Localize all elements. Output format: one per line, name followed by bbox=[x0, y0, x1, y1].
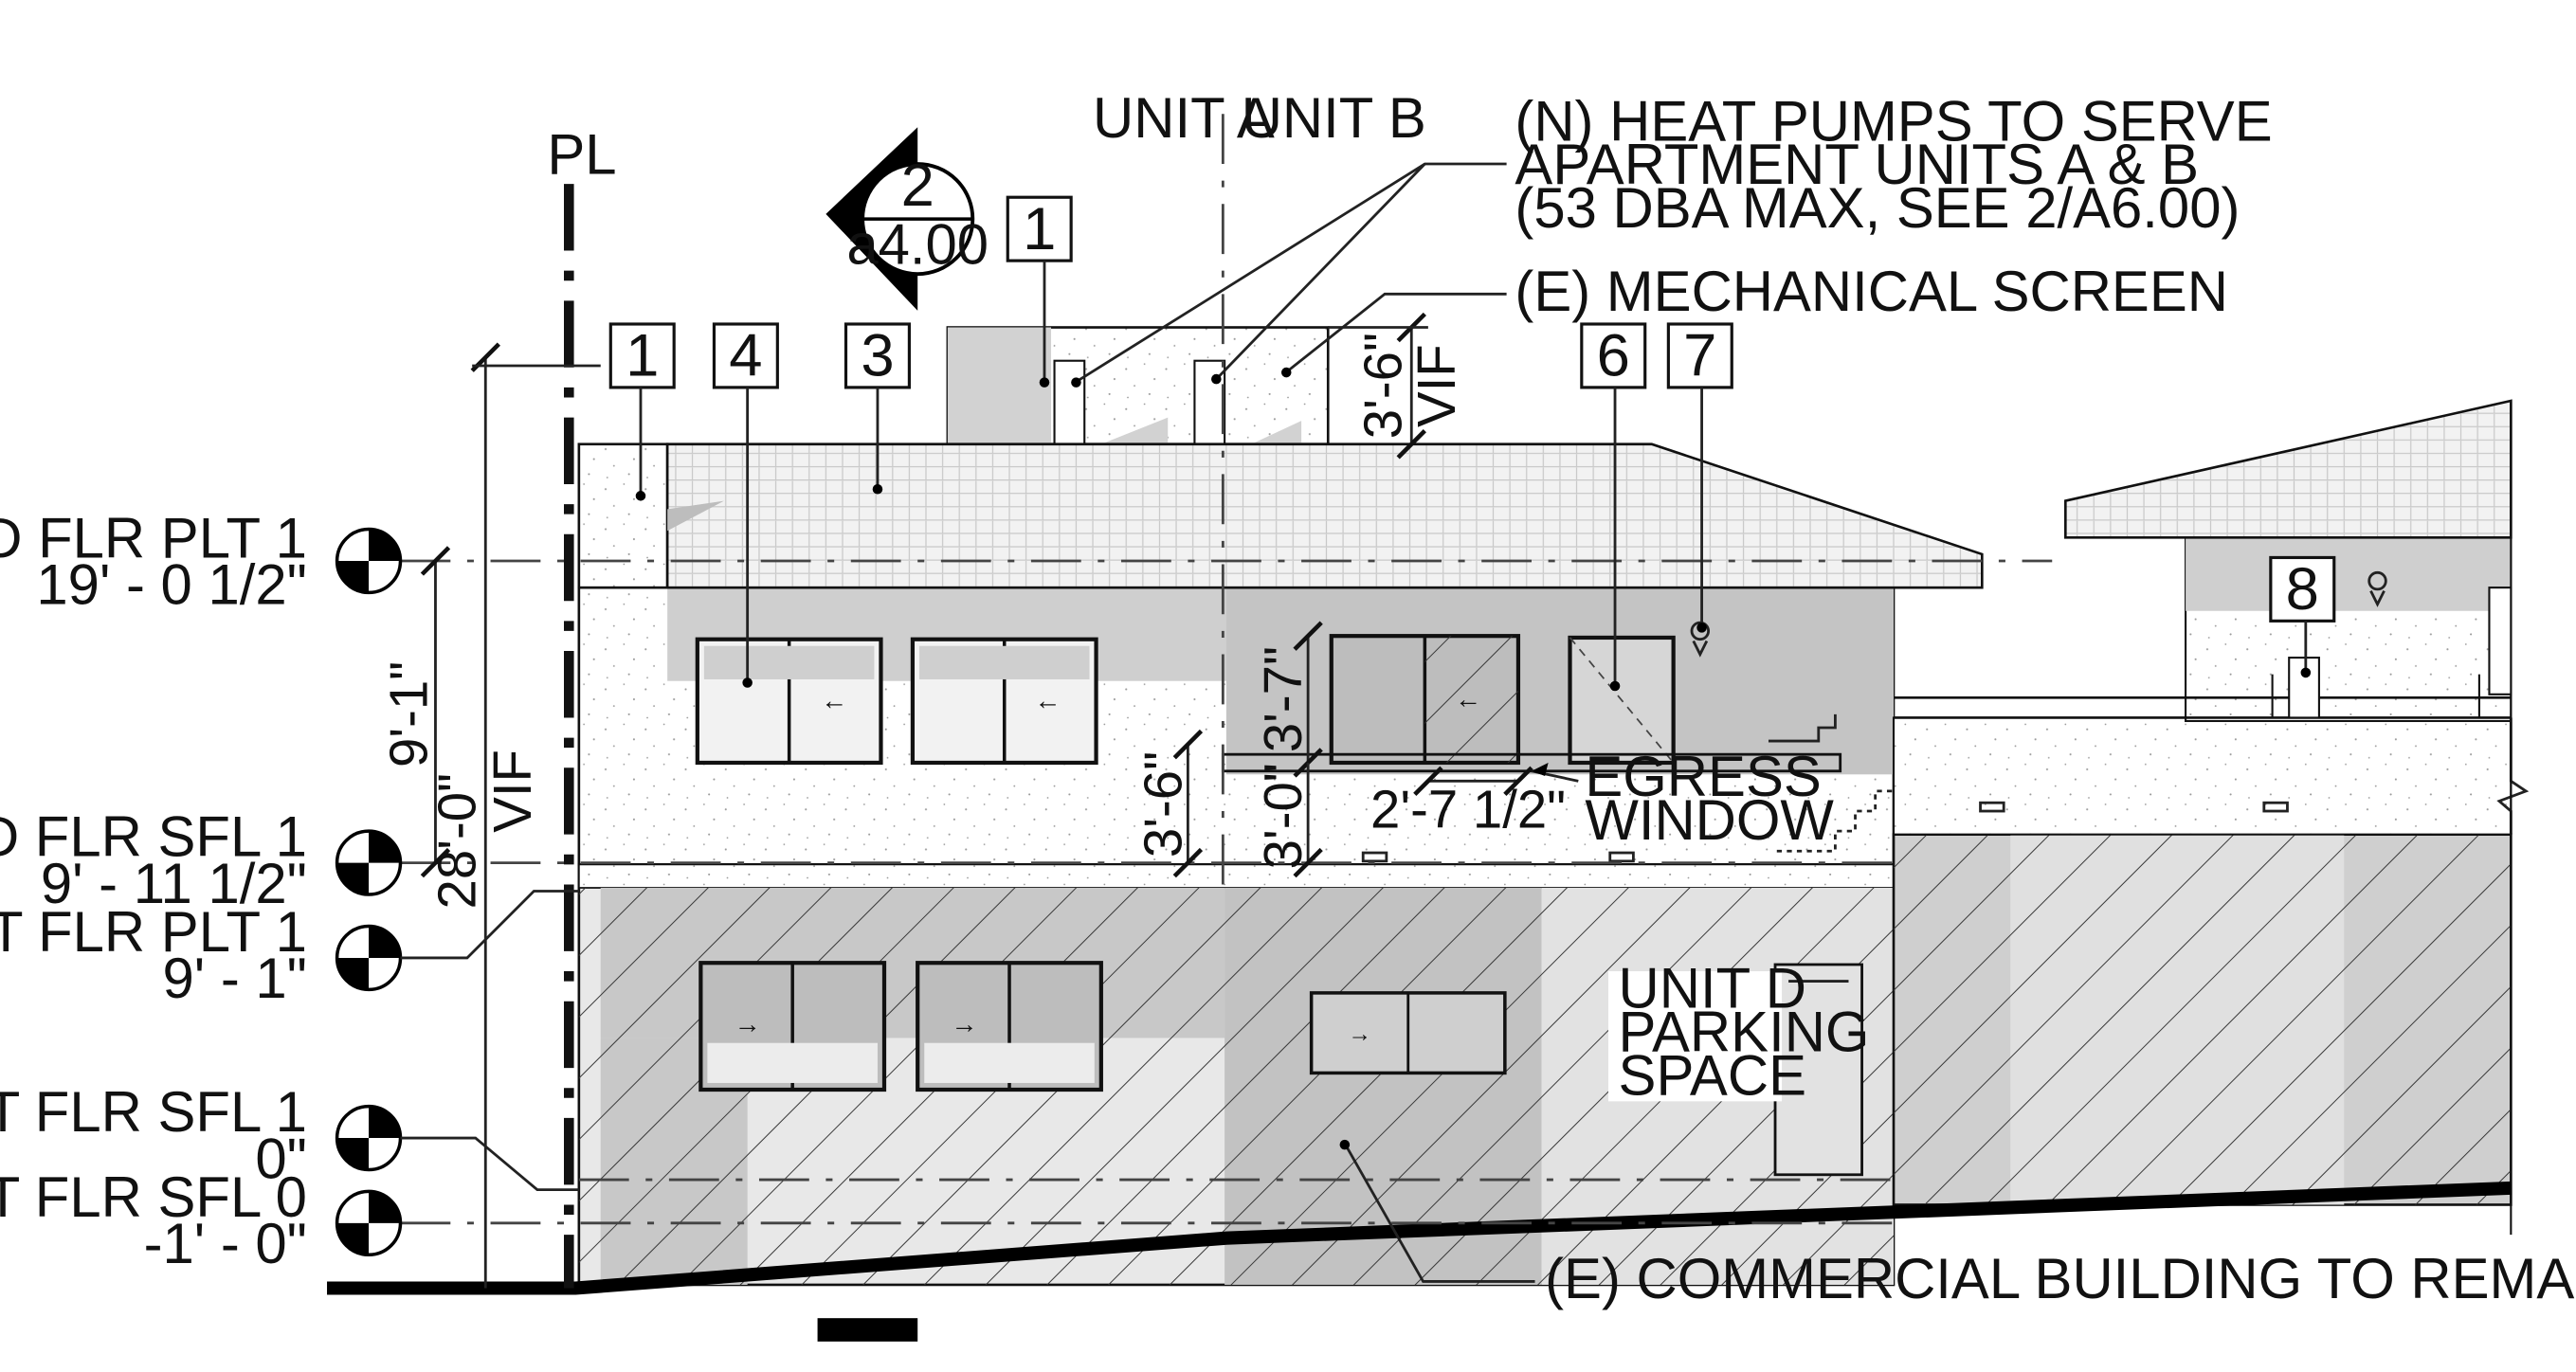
svg-text:-1' - 0": -1' - 0" bbox=[144, 1212, 307, 1275]
keynote-6: 6 bbox=[1580, 322, 1647, 692]
svg-text:EGRESS: EGRESS bbox=[1585, 745, 1821, 808]
svg-text:APARTMENT UNITS A & B: APARTMENT UNITS A & B bbox=[1515, 133, 2199, 196]
keynote-1-top: 1 bbox=[1006, 195, 1073, 388]
svg-text:WINDOW: WINDOW bbox=[1585, 788, 1834, 852]
keynote-3: 3 bbox=[844, 322, 911, 495]
svg-text:1ST FLR SFL 0: 1ST FLR SFL 0 bbox=[0, 1165, 307, 1229]
unit-a-label: UNIT A bbox=[1093, 86, 1275, 150]
svg-text:SPACE: SPACE bbox=[1619, 1043, 1806, 1107]
keynote-8: 8 bbox=[2269, 555, 2336, 678]
svg-text:7: 7 bbox=[1683, 323, 1716, 389]
svg-text:←: ← bbox=[1034, 686, 1061, 715]
callout-commercial-building: (E) COMMERCIAL BUILDING TO REMAIN AS IS bbox=[1339, 1139, 2576, 1310]
dim-window-height: 3'-7" bbox=[1253, 646, 1313, 752]
svg-text:←: ← bbox=[821, 686, 847, 715]
dim-screen-height: 3'-6" bbox=[1353, 333, 1413, 439]
svg-text:2ND FLR PLT 1: 2ND FLR PLT 1 bbox=[0, 506, 307, 569]
level-markers: 2ND FLR PLT 1 19' - 0 1/2" 2ND FLR SFL 1… bbox=[0, 506, 579, 1275]
window-lower-3: → bbox=[1309, 991, 1507, 1075]
level-marker-1st-sfl-0: 1ST FLR SFL 0 -1' - 0" bbox=[0, 1165, 403, 1275]
level-lines bbox=[400, 559, 2053, 1225]
window-lower-1: → bbox=[698, 961, 887, 1092]
window-upper-1: ← bbox=[695, 637, 883, 766]
svg-text:→: → bbox=[1348, 1021, 1371, 1047]
svg-text:→: → bbox=[951, 1009, 977, 1038]
level-marker-2nd-plt: 2ND FLR PLT 1 19' - 0 1/2" bbox=[0, 506, 403, 617]
callout-heat-pumps: (N) HEAT PUMPS TO SERVE APARTMENT UNITS … bbox=[1071, 89, 2273, 388]
ground-line bbox=[327, 1181, 2512, 1295]
dim-sill-to-floor: 3'-0" bbox=[1253, 763, 1313, 869]
svg-text:1ST FLR SFL 1: 1ST FLR SFL 1 bbox=[0, 1080, 307, 1144]
svg-text:1: 1 bbox=[626, 323, 659, 389]
callout-egress-window: EGRESS WINDOW bbox=[1531, 745, 1834, 852]
svg-text:9' - 11 1/2": 9' - 11 1/2" bbox=[41, 852, 307, 915]
right-roof bbox=[2064, 399, 2513, 539]
scale-bar bbox=[817, 1318, 918, 1342]
keynote-1-left: 1 bbox=[608, 322, 676, 501]
dim-overall: 28'-0" bbox=[427, 773, 487, 910]
unit-b-label: UNIT B bbox=[1242, 86, 1426, 150]
deck-railing bbox=[1894, 657, 2512, 719]
section-marker: 2 a4.00 bbox=[825, 127, 989, 311]
keynote-4: 4 bbox=[712, 322, 779, 688]
svg-text:0": 0" bbox=[255, 1127, 307, 1190]
svg-text:3: 3 bbox=[861, 323, 894, 389]
svg-text:(E) COMMERCIAL BUILDING TO REM: (E) COMMERCIAL BUILDING TO REMAIN AS IS bbox=[1545, 1247, 2576, 1310]
level-marker-2nd-sfl: 2ND FLR SFL 1 9' - 11 1/2" bbox=[0, 805, 403, 915]
svg-text:6: 6 bbox=[1597, 323, 1630, 389]
parapet bbox=[577, 442, 669, 589]
svg-text:2ND FLR SFL 1: 2ND FLR SFL 1 bbox=[0, 805, 307, 869]
svg-text:1: 1 bbox=[1023, 196, 1056, 262]
svg-text:4: 4 bbox=[729, 323, 762, 389]
keynote-7: 7 bbox=[1666, 322, 1733, 633]
callouts: (N) HEAT PUMPS TO SERVE APARTMENT UNITS … bbox=[1071, 89, 2576, 1310]
pl-label: PL bbox=[547, 123, 616, 187]
svg-text:a4.00: a4.00 bbox=[846, 213, 989, 277]
svg-text:8: 8 bbox=[2286, 556, 2319, 623]
svg-text:2: 2 bbox=[901, 153, 934, 219]
mechanical-screen bbox=[946, 326, 1330, 446]
svg-text:1ST FLR PLT 1: 1ST FLR PLT 1 bbox=[0, 900, 307, 964]
svg-text:9' - 1": 9' - 1" bbox=[162, 947, 306, 1010]
svg-text:19' - 0 1/2": 19' - 0 1/2" bbox=[36, 553, 307, 617]
svg-text:UNIT D: UNIT D bbox=[1619, 957, 1806, 1020]
svg-text:←: ← bbox=[1455, 684, 1481, 713]
window-upper-3: ← bbox=[1329, 634, 1521, 766]
keynote-tags: 1 1 4 3 6 7 bbox=[608, 195, 2336, 692]
svg-text:→: → bbox=[735, 1009, 761, 1038]
dim-vif-screen: VIF bbox=[1406, 344, 1466, 427]
callout-parking-space: UNIT D PARKING SPACE bbox=[1607, 957, 1870, 1107]
dim-sill-height: 3'-6" bbox=[1133, 751, 1192, 858]
level-marker-1st-sfl-1: 1ST FLR SFL 1 0" bbox=[0, 1080, 579, 1192]
svg-text:(E) MECHANICAL SCREEN: (E) MECHANICAL SCREEN bbox=[1515, 260, 2228, 323]
svg-text:(N) HEAT PUMPS TO SERVE: (N) HEAT PUMPS TO SERVE bbox=[1515, 89, 2272, 153]
dim-vif-left: VIF bbox=[482, 749, 542, 833]
svg-text:PARKING: PARKING bbox=[1619, 1001, 1870, 1064]
callout-mechanical-screen: (E) MECHANICAL SCREEN bbox=[1280, 260, 2228, 378]
windows: ← ← ← → → bbox=[695, 634, 1863, 1177]
main-roof bbox=[665, 442, 1984, 589]
dim-floor-to-plate: 9'-1" bbox=[379, 661, 439, 767]
svg-text:(53 DBA MAX, SEE 2/A6.00): (53 DBA MAX, SEE 2/A6.00) bbox=[1515, 176, 2240, 240]
dim-window-width: 2'-7 1/2" bbox=[1370, 780, 1566, 839]
window-upper-2: ← bbox=[910, 637, 1098, 766]
egress-window bbox=[1568, 635, 1676, 766]
window-lower-2: → bbox=[916, 961, 1103, 1092]
level-marker-1st-plt: 1ST FLR PLT 1 9' - 1" bbox=[0, 890, 579, 1010]
dimensions: 28'-0" VIF 9'-1" 3'-6" VIF 3'-6" 3'-7" 3… bbox=[379, 312, 1566, 1289]
right-structure-upper bbox=[1892, 716, 2513, 836]
